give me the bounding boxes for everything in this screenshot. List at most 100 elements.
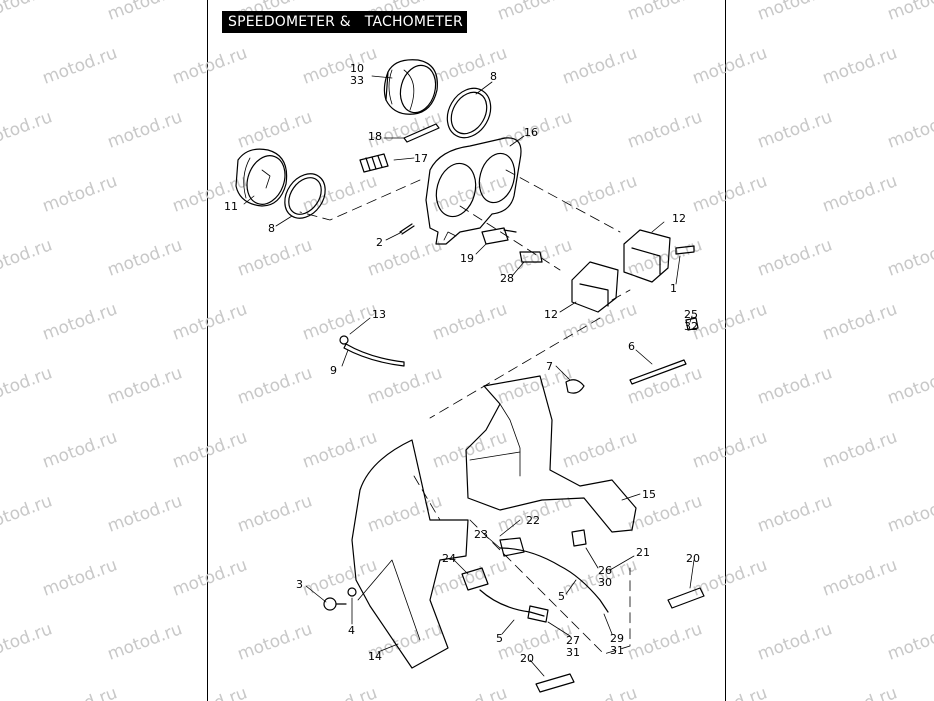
watermark-text: motod.ru [170, 427, 250, 472]
callout-12-upper: 12 [672, 212, 686, 225]
callout-31-right: 31 [610, 644, 624, 657]
callout-30: 30 [598, 576, 612, 589]
watermark-text: motod.ru [105, 491, 185, 536]
watermark-text: motod.ru [40, 43, 120, 88]
callout-15: 15 [642, 488, 656, 501]
diagram-frame [207, 0, 726, 701]
callout-20-bottom: 20 [520, 652, 534, 665]
watermark-text: motod.ru [235, 491, 315, 536]
watermark-text: motod.ru [170, 43, 250, 88]
watermark-text: motod.ru [235, 235, 315, 280]
watermark-text: motod.ru [755, 107, 835, 152]
watermark-text: motod.ru [495, 363, 575, 408]
watermark-text: motod.ru [755, 235, 835, 280]
watermark-text: motod.ru [755, 363, 835, 408]
callout-9: 9 [330, 364, 337, 377]
callout-20-right: 20 [686, 552, 700, 565]
clip-part-17 [359, 153, 389, 173]
watermark-text: motod.ru [365, 491, 445, 536]
bracket-12-upper [623, 229, 671, 283]
seal-ring-left [284, 173, 326, 219]
watermark-text: motod.ru [40, 427, 120, 472]
callout-5-upper: 5 [558, 590, 565, 603]
watermark-text: motod.ru [625, 619, 705, 664]
callout-2: 2 [376, 236, 383, 249]
watermark-text: motod.ru [430, 299, 510, 344]
callout-29: 29 [610, 632, 624, 645]
callout-13: 13 [372, 308, 386, 321]
watermark-text: motod.ru [820, 299, 900, 344]
callout-19: 19 [460, 252, 474, 265]
callout-11: 11 [224, 200, 238, 213]
watermark-text: motod.ru [820, 555, 900, 600]
watermark-text: motod.ru [430, 171, 510, 216]
watermark-text: motod.ru [885, 235, 934, 280]
callout-31-left: 31 [566, 646, 580, 659]
watermark-text: motod.ru [560, 43, 640, 88]
watermark-text: motod.ru [625, 363, 705, 408]
callout-14: 14 [368, 650, 382, 663]
seal-ring-top [446, 87, 492, 139]
watermark-text: motod.ru [755, 0, 835, 25]
callout-4: 4 [348, 624, 355, 637]
watermark-text: motod.ru [755, 491, 835, 536]
tie-strap-part-6 [629, 359, 687, 385]
watermark-text: motod.ru [495, 0, 575, 25]
watermark-text: motod.ru [170, 299, 250, 344]
watermark-text: motod.ru [625, 491, 705, 536]
callout-12-lower: 12 [544, 308, 558, 321]
watermark-text: motod.ru [235, 363, 315, 408]
watermark-text: motod.ru [690, 683, 770, 701]
callout-8-left: 8 [268, 222, 275, 235]
watermark-text: motod.ru [300, 555, 380, 600]
callout-10: 10 [350, 62, 364, 75]
callout-23: 23 [474, 528, 488, 541]
clip-part-20-right [667, 587, 705, 609]
watermark-text: motod.ru [300, 427, 380, 472]
callout-24: 24 [442, 552, 456, 565]
watermark-text: motod.ru [690, 555, 770, 600]
callout-32: 32 [684, 320, 698, 333]
watermark-text: motod.ru [885, 491, 934, 536]
callout-26: 26 [598, 564, 612, 577]
callout-6: 6 [628, 340, 635, 353]
harness-part-5 [479, 589, 549, 623]
watermark-text: motod.ru [690, 299, 770, 344]
watermark-text: motod.ru [0, 0, 55, 25]
watermark-text: motod.ru [235, 107, 315, 152]
watermark-text: motod.ru [885, 619, 934, 664]
watermark-text: motod.ru [0, 107, 55, 152]
callout-17: 17 [414, 152, 428, 165]
washer-part-4 [347, 587, 357, 597]
outer-cover-14 [351, 439, 469, 669]
connector-part-19 [481, 227, 517, 245]
watermark-text: motod.ru [560, 427, 640, 472]
watermark-text: motod.ru [105, 235, 185, 280]
watermark-text: motod.ru [40, 171, 120, 216]
clip-part-20-bottom [535, 673, 575, 693]
callout-16: 16 [524, 126, 538, 139]
watermark-text: motod.ru [560, 683, 640, 701]
watermark-text: motod.ru [885, 107, 934, 152]
gauge-cup-left [235, 148, 288, 207]
harness-part-22 [499, 529, 609, 613]
callout-8-top: 8 [490, 70, 497, 83]
callout-3: 3 [296, 578, 303, 591]
watermark-text: motod.ru [365, 363, 445, 408]
watermark-text: motod.ru [885, 363, 934, 408]
watermark-text: motod.ru [105, 619, 185, 664]
callout-28: 28 [500, 272, 514, 285]
strip-part-18 [403, 123, 440, 143]
bolt-part-1 [675, 245, 695, 255]
bracket-12-lower [571, 261, 619, 313]
watermark-text: motod.ru [105, 363, 185, 408]
watermark-text: motod.ru [820, 171, 900, 216]
watermark-text: motod.ru [625, 0, 705, 25]
callout-1: 1 [670, 282, 677, 295]
watermark-text: motod.ru [690, 43, 770, 88]
gauge-housing-16 [425, 137, 522, 245]
connector-part-28 [519, 251, 543, 263]
clip-part-7 [565, 379, 585, 394]
